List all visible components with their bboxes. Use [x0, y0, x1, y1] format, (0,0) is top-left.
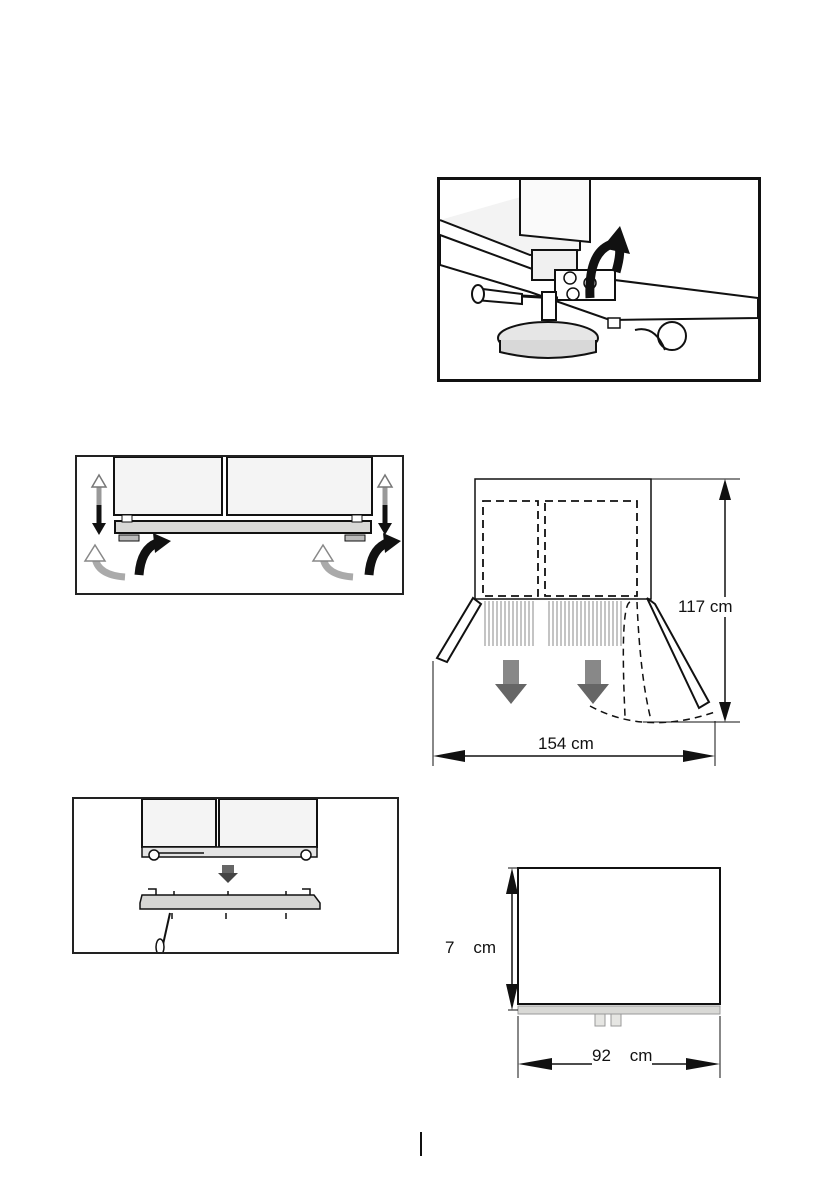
- grille-installation-drawing: [74, 799, 397, 952]
- door-alignment-drawing: [77, 457, 402, 593]
- depth-dimension-label: 117 cm: [678, 597, 733, 617]
- door-clearance-drawing: [425, 476, 755, 776]
- door-alignment-figure: [75, 455, 404, 595]
- page-marker: [420, 1132, 422, 1156]
- grille-installation-figure: [72, 797, 399, 954]
- leveling-foot-figure: [437, 177, 761, 382]
- leveling-foot-drawing: [440, 180, 758, 379]
- width-dimension-label: 92 cm: [592, 1046, 652, 1066]
- height-dimension-label: 7 cm: [445, 938, 496, 958]
- open-width-dimension-label: 154 cm: [538, 734, 594, 754]
- door-clearance-diagram: [425, 476, 755, 776]
